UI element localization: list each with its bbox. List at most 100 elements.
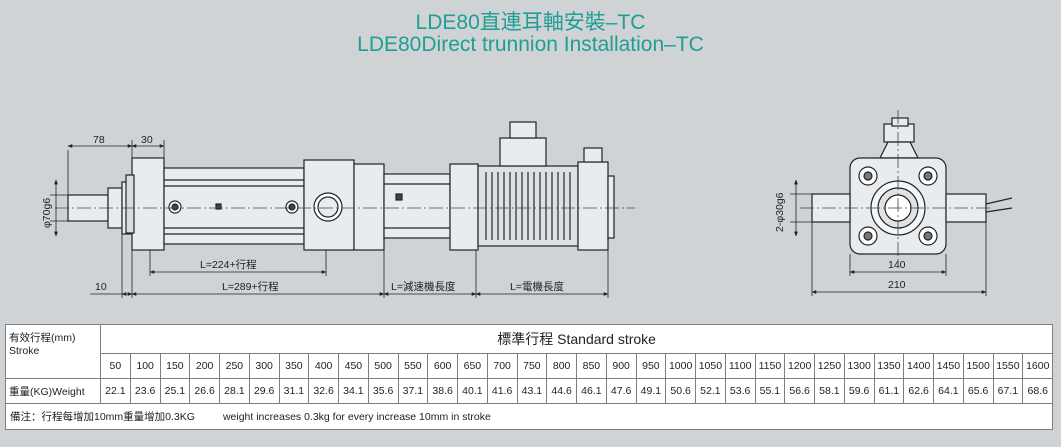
stroke-cell: 1100 [724,353,756,379]
stroke-cell: 1500 [962,353,994,379]
motor-connector [499,137,547,167]
weight-cell: 43.1 [516,378,548,404]
stroke-cell: 600 [427,353,458,379]
dim-dia70: φ70g6 [41,198,53,228]
stroke-cell: 200 [189,353,220,379]
weight-cell: 65.6 [962,378,994,404]
stroke-cell: 350 [278,353,310,379]
stroke-cell: 800 [546,353,577,379]
weight-cell: 25.1 [159,378,191,404]
stroke-cell: 1200 [784,353,815,379]
weight-label: 重量(KG)Weight [5,378,101,404]
weight-cell: 59.6 [843,378,875,404]
technical-drawing: 78 30 φ70g6 L=224+行程 10 L=289+行程 L=減速機長度… [41,110,1013,298]
front-flange [131,157,165,251]
dim-len224: L=224+行程 [200,258,257,271]
weight-cell: 53.6 [724,378,756,404]
note-cell: 備注：行程每增加10mm重量增加0.3KG weight increases 0.… [4,403,1054,430]
stroke-label-zh: 有效行程(mm) [9,332,76,344]
end-dimensions [790,179,987,296]
stroke-cell: 400 [308,353,339,379]
weight-cell: 37.1 [397,378,429,404]
stroke-cell: 700 [486,353,518,379]
weight-cell: 40.1 [457,378,488,404]
motor-rear [577,161,609,251]
stroke-cell: 300 [248,353,280,379]
stroke-label-en: Stroke [9,345,40,357]
dim-reducer: L=減速機長度 [391,280,456,293]
stroke-cell: 1400 [903,353,934,379]
dim-30: 30 [141,134,153,146]
stroke-cell: 950 [635,353,667,379]
stroke-cell: 900 [605,353,637,379]
weight-cell: 52.1 [695,378,726,404]
weight-cell: 62.6 [903,378,934,404]
weight-cell: 41.6 [486,378,518,404]
weight-cell: 35.6 [367,378,399,404]
stroke-cell: 50 [100,353,131,379]
stroke-cell: 150 [159,353,191,379]
stroke-cell: 1550 [992,353,1024,379]
note-row: 備注：行程每增加10mm重量增加0.3KG weight increases 0.… [4,403,1054,430]
stroke-cell: 450 [338,353,369,379]
stroke-cell: 1300 [843,353,875,379]
weight-cell: 47.6 [605,378,637,404]
stroke-cell: 1050 [695,353,726,379]
dim-dia30: 2-φ30g6 [774,192,786,232]
stroke-cell: 650 [457,353,488,379]
stroke-cell: 1450 [933,353,964,379]
side-view [67,121,615,251]
stroke-cell: 550 [397,353,429,379]
header-row: 有效行程(mm) Stroke 標準行程 Standard stroke [5,324,1054,379]
stroke-cell: 1600 [1022,353,1054,379]
weight-cell: 55.1 [754,378,786,404]
weight-cell: 44.6 [546,378,577,404]
weight-cell: 22.1 [100,378,131,404]
weight-cell: 32.6 [308,378,339,404]
weight-cell: 26.6 [189,378,220,404]
weight-cell: 67.1 [992,378,1024,404]
weight-cell: 64.1 [933,378,964,404]
note-zh: 備注：行程每增加10mm重量增加0.3KG [10,411,195,423]
stroke-cell: 750 [516,353,548,379]
weight-cell: 68.6 [1022,378,1054,404]
stroke-cell: 250 [219,353,250,379]
dim-78: 78 [93,134,105,146]
stroke-cell: 1150 [754,353,786,379]
rear-flange [353,163,385,251]
dim-len289: L=289+行程 [222,280,279,293]
title-english: LDE80Direct trunnion Installation–TC [357,33,704,56]
standard-stroke-header: 標準行程 Standard stroke [99,324,1054,354]
weight-cell: 61.1 [873,378,905,404]
weight-cell: 50.6 [665,378,696,404]
note-en: weight increases 0.3kg for every increas… [222,411,491,423]
weight-cell: 46.1 [576,378,607,404]
weight-cell: 38.6 [427,378,458,404]
weight-cell: 58.1 [814,378,845,404]
stroke-cell: 500 [367,353,399,379]
weight-cell: 28.1 [219,378,250,404]
dim-motor: L=電機長度 [510,280,564,293]
weight-cell: 29.6 [248,378,280,404]
stroke-cell: 1000 [665,353,696,379]
stroke-cell: 100 [129,353,161,379]
dim-10: 10 [95,281,107,293]
side-dimensions [50,140,609,298]
dim-210: 210 [888,279,906,291]
reducer [383,173,451,239]
end-view [811,117,1013,255]
motor-flange [449,163,479,251]
stroke-cell: 1350 [873,353,905,379]
weight-cell: 49.1 [635,378,667,404]
title-chinese: LDE80直連耳軸安裝–TC [415,11,646,34]
stroke-cell: 1250 [814,353,845,379]
weight-cell: 23.6 [129,378,161,404]
dim-140: 140 [888,259,906,271]
stroke-label-cell: 有效行程(mm) Stroke [5,324,101,379]
weight-cell: 31.1 [278,378,310,404]
weight-cell: 34.1 [338,378,369,404]
